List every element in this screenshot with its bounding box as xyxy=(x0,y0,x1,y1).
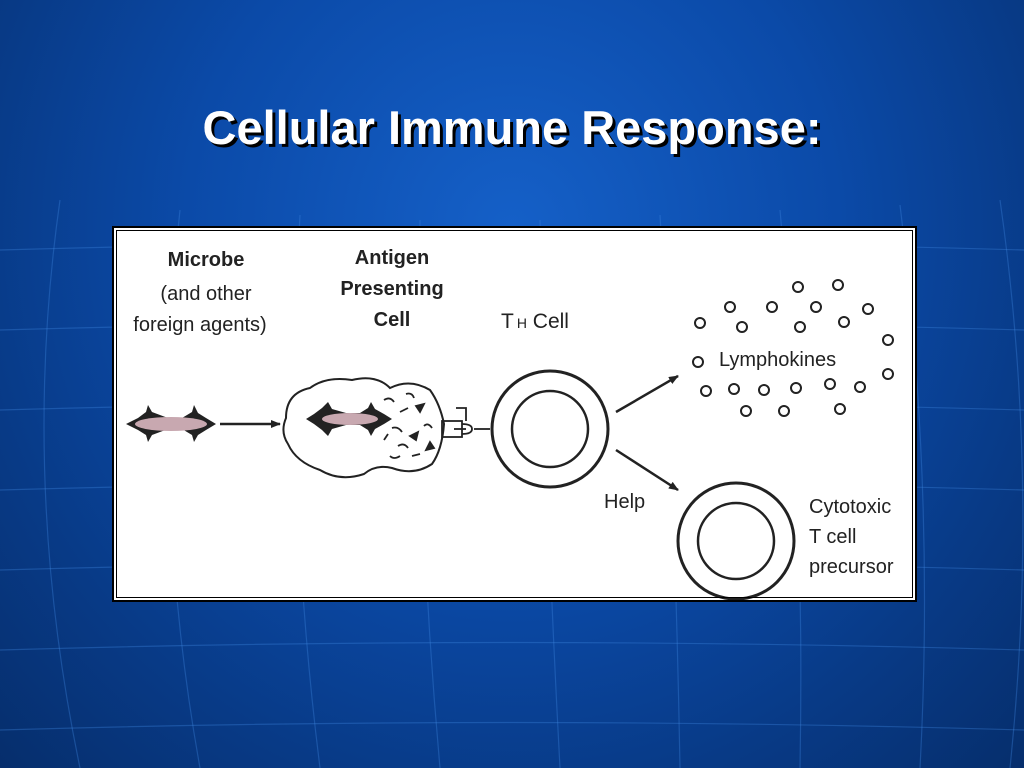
apc-label-line1: Antigen xyxy=(355,247,429,269)
microbe-label-line3: foreign agents) xyxy=(133,314,266,336)
lymphokine-particle xyxy=(694,317,706,329)
lymphokine-particle xyxy=(882,334,894,346)
lymphokine-particle xyxy=(834,403,846,415)
th-cell-icon xyxy=(490,369,610,489)
lymphokine-particle xyxy=(758,384,770,396)
lymphokine-particles xyxy=(692,279,894,417)
lymphokine-particle xyxy=(740,405,752,417)
cytotoxic-t-cell-icon xyxy=(676,481,796,600)
lymphokine-particle xyxy=(692,356,704,368)
lymphokine-particle xyxy=(700,385,712,397)
antigen-presenting-cell-icon xyxy=(282,377,490,479)
lymphokine-particle xyxy=(728,383,740,395)
lymphokine-particle xyxy=(792,281,804,293)
lymphokine-particle xyxy=(736,321,748,333)
slide-title: Cellular Immune Response: xyxy=(202,101,822,154)
lymphokine-particle xyxy=(832,279,844,291)
cytotoxic-label-line1: Cytotoxic xyxy=(809,496,891,518)
lymphokine-particle xyxy=(766,301,778,313)
lymphokine-particle xyxy=(862,303,874,315)
lymphokine-particle xyxy=(854,381,866,393)
th-cell-label-subscript: H xyxy=(517,315,527,331)
lymphokine-particle xyxy=(810,301,822,313)
help-label: Help xyxy=(604,491,645,513)
arrow-to-cytotoxic xyxy=(615,448,679,492)
th-cell-label-t: T xyxy=(501,310,514,333)
antigen-fragments xyxy=(383,392,436,459)
lymphokines-label: Lymphokines xyxy=(719,349,836,371)
cytotoxic-label-line3: precursor xyxy=(809,556,894,578)
immune-response-diagram: Microbe (and other foreign agents) Antig… xyxy=(126,247,894,600)
microbe-icon xyxy=(126,405,216,442)
arrow-to-lymphokines xyxy=(615,374,679,414)
microbe-label-title: Microbe xyxy=(168,249,245,271)
th-cell-label-cell: Cell xyxy=(527,310,569,333)
lymphokine-particle xyxy=(794,321,806,333)
lymphokine-particle xyxy=(790,382,802,394)
lymphokine-particle xyxy=(882,368,894,380)
lymphokine-particle xyxy=(724,301,736,313)
cytotoxic-label-line2: T cell xyxy=(809,526,856,548)
receptor-binding-site xyxy=(441,407,490,438)
lymphokine-particle xyxy=(838,316,850,328)
apc-label-line3: Cell xyxy=(374,309,411,331)
apc-label-line2: Presenting xyxy=(340,278,443,300)
microbe-label-line2: (and other xyxy=(160,283,252,305)
lymphokine-particle xyxy=(824,378,836,390)
diagram-frame: Microbe (and other foreign agents) Antig… xyxy=(112,226,917,602)
lymphokine-particle xyxy=(778,405,790,417)
